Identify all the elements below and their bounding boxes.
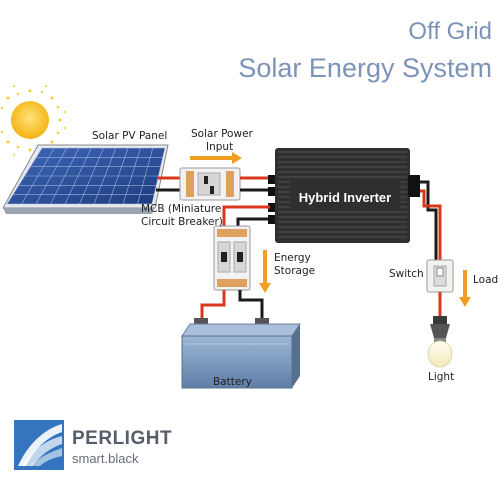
battery-mcb-breaker xyxy=(213,225,251,291)
brand-tagline: smart.black xyxy=(72,451,139,466)
mcb-label-1: MCB (Miniature xyxy=(141,203,222,215)
battery xyxy=(181,318,301,389)
battery-label: Battery xyxy=(213,376,252,388)
energy-storage-label-1: Energy xyxy=(274,252,311,264)
light-label: Light xyxy=(428,371,455,383)
switch-label: Switch xyxy=(389,268,424,280)
mcb-label-2: Circuit Breaker) xyxy=(141,216,223,228)
title-line-1: Off Grid xyxy=(408,18,492,45)
solar-power-input-label-1: Solar Power xyxy=(191,128,253,140)
perlight-logo-icon xyxy=(14,420,64,470)
solar-pv-panel xyxy=(2,144,169,214)
wires-mcb-to-battery xyxy=(200,290,264,325)
energy-storage-arrow xyxy=(259,250,271,293)
solar-power-input-label-2: Input xyxy=(206,141,234,153)
title-line-2: Solar Energy System xyxy=(238,53,492,83)
load-arrow xyxy=(459,270,471,307)
load-label: Load xyxy=(473,274,499,286)
solar-panel-label: Solar PV Panel xyxy=(92,130,168,142)
brand-name: PERLIGHT xyxy=(72,428,173,449)
solar-input-arrow xyxy=(190,152,242,164)
energy-storage-label-2: Storage xyxy=(274,265,316,277)
hybrid-inverter xyxy=(268,148,420,243)
sun-icon xyxy=(0,85,66,156)
wires-inverter-to-switch xyxy=(420,180,442,262)
switch xyxy=(426,259,454,293)
mcb-breaker xyxy=(179,167,241,201)
wires-mcb-to-inverter xyxy=(240,176,270,192)
inverter-label: Hybrid Inverter xyxy=(298,190,392,205)
light-bulb-icon xyxy=(427,316,453,368)
